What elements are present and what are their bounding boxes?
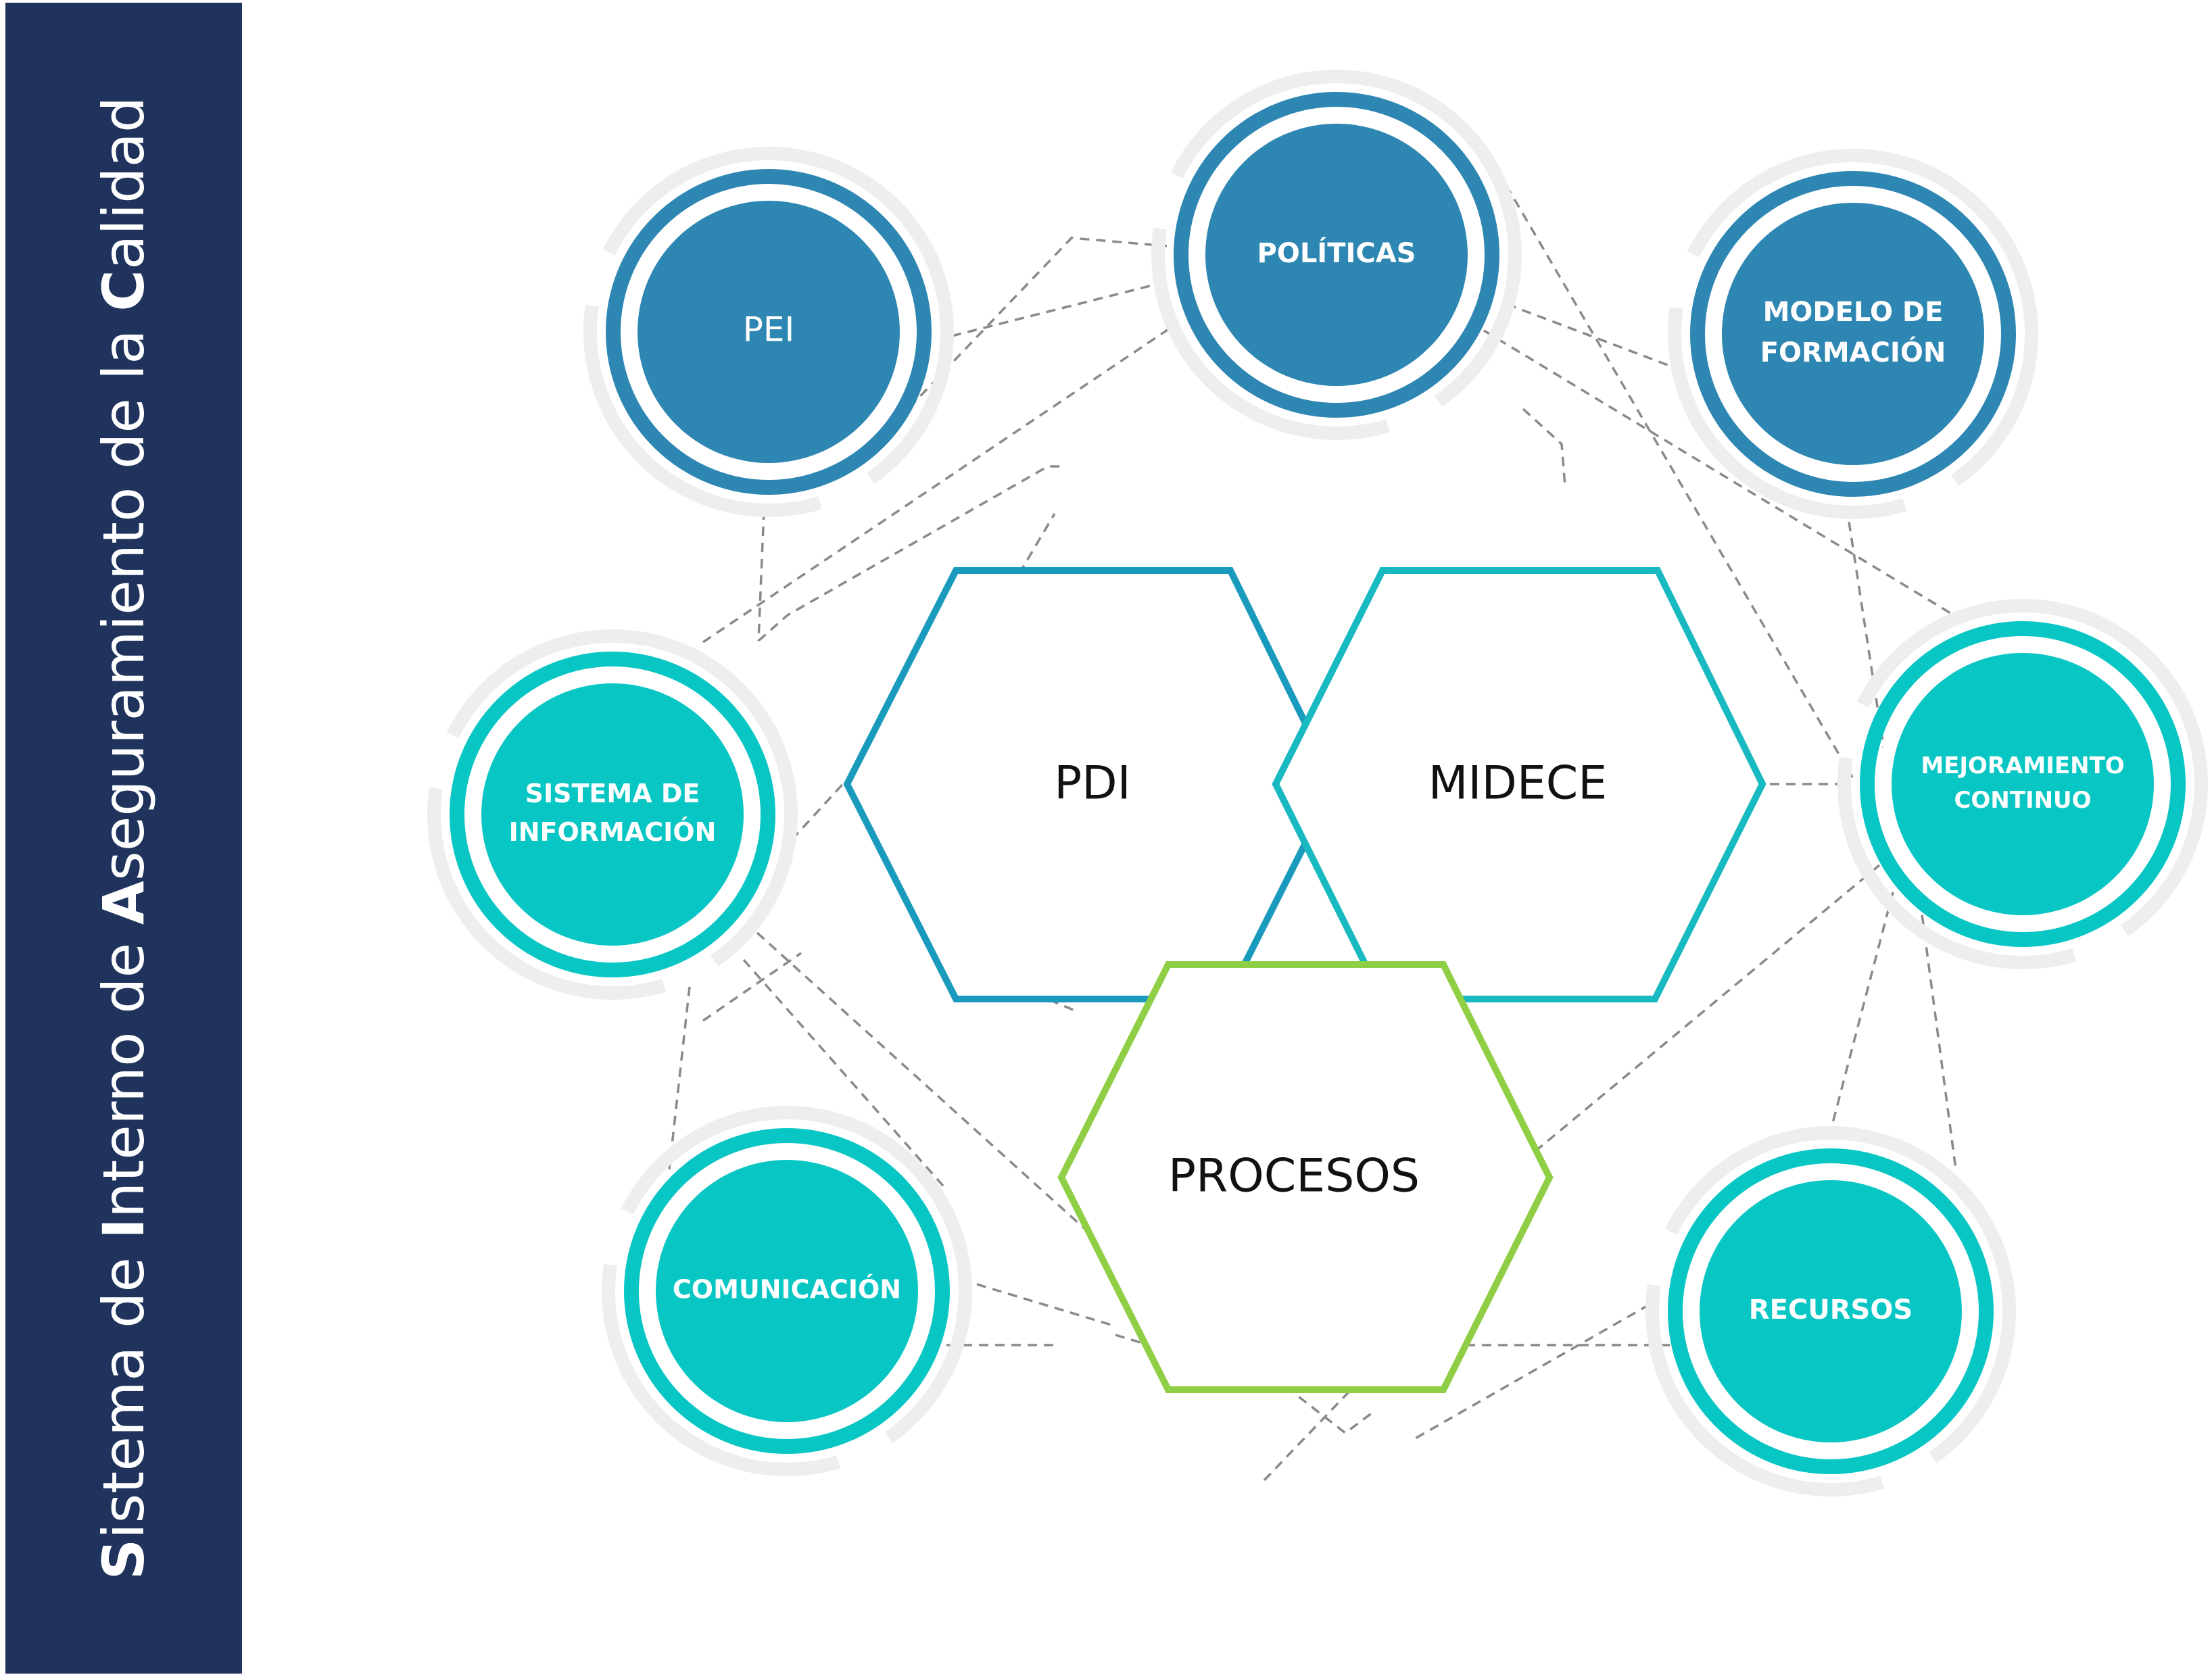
node-outer-ring xyxy=(1860,621,2186,947)
connector-line xyxy=(742,958,948,1191)
connector-line xyxy=(1483,329,1954,616)
node-pei: PEI xyxy=(583,146,954,517)
hexagon-pdi-label: PDI xyxy=(1054,757,1130,810)
node-sistema-label: SISTEMA DE xyxy=(525,779,700,808)
sidebar: Sistema de Interno de Aseguramiento de l… xyxy=(5,3,242,1674)
node-disc xyxy=(1205,124,1468,386)
connector-line xyxy=(757,465,1061,642)
node-mejoramiento-label: CONTINUO xyxy=(1954,787,2091,814)
node-comunicacion-label: COMUNICACIÓN xyxy=(673,1275,901,1305)
node-decor-ring xyxy=(427,629,798,1000)
connector-line xyxy=(757,510,765,641)
node-politicas: POLÍTICAS xyxy=(1151,70,1522,440)
connector-line xyxy=(702,327,1170,643)
node-disc xyxy=(481,683,744,946)
connector-line xyxy=(702,952,802,1022)
node-disc xyxy=(656,1160,918,1422)
connector-line xyxy=(976,1283,1116,1328)
node-modelo-label: FORMACIÓN xyxy=(1760,336,1946,368)
connector-line xyxy=(951,284,1153,337)
node-mejoramiento-label: MEJORAMIENTO xyxy=(1921,752,2124,779)
connector-line xyxy=(756,931,1110,1252)
node-recursos-label: RECURSOS xyxy=(1749,1294,1913,1325)
node-decor-ring xyxy=(1645,1126,2016,1496)
node-mejoramiento: MEJORAMIENTO CONTINUO xyxy=(1837,599,2208,969)
hexagon-procesos-label: PROCESOS xyxy=(1168,1150,1420,1203)
node-decor-ring xyxy=(1151,70,1522,440)
connector-line xyxy=(668,986,691,1170)
node-decor-ring xyxy=(1837,599,2208,969)
node-sistema: SISTEMA DE INFORMACIÓN xyxy=(427,629,798,1000)
node-outer-ring xyxy=(624,1128,950,1454)
node-recursos: RECURSOS xyxy=(1645,1126,2016,1496)
connector-line xyxy=(852,237,1168,468)
node-decor-ring xyxy=(583,146,954,517)
connector-line xyxy=(1405,864,1881,1260)
circle-nodes: PEI POLÍTICAS MODELO DE FORMACIÓN SISTEMA DE… xyxy=(427,70,2208,1496)
node-outer-ring xyxy=(1174,92,1499,418)
node-comunicacion: COMUNICACIÓN xyxy=(602,1106,972,1476)
node-outer-ring xyxy=(1668,1148,1994,1474)
node-modelo: MODELO DE FORMACIÓN xyxy=(1668,149,2038,519)
node-modelo-label: MODELO DE xyxy=(1763,297,1944,328)
node-pei-label: PEI xyxy=(743,310,795,349)
node-politicas-label: POLÍTICAS xyxy=(1257,237,1416,269)
hexagon-midece-label: MIDECE xyxy=(1428,757,1608,810)
node-disc xyxy=(1700,1180,1962,1442)
connector-line xyxy=(1831,892,1894,1126)
node-sistema-label: INFORMACIÓN xyxy=(509,817,717,847)
node-disc xyxy=(1892,653,2154,915)
hexagon-group: PDI MIDECE PROCESOS xyxy=(843,567,1766,1393)
connector-line xyxy=(1506,303,1677,370)
node-disc xyxy=(638,201,900,463)
connector-line xyxy=(1919,898,1957,1170)
node-outer-ring xyxy=(606,169,932,495)
connector-line xyxy=(1522,408,1566,487)
connector-line xyxy=(1505,185,1854,778)
connector-line xyxy=(1412,1303,1650,1441)
node-decor-ring xyxy=(602,1106,972,1476)
node-outer-ring xyxy=(450,652,775,977)
node-disc xyxy=(1722,203,1984,465)
hexagon-procesos-shape xyxy=(1057,961,1554,1393)
node-outer-ring xyxy=(1690,171,2016,497)
node-decor-ring xyxy=(1668,149,2038,519)
